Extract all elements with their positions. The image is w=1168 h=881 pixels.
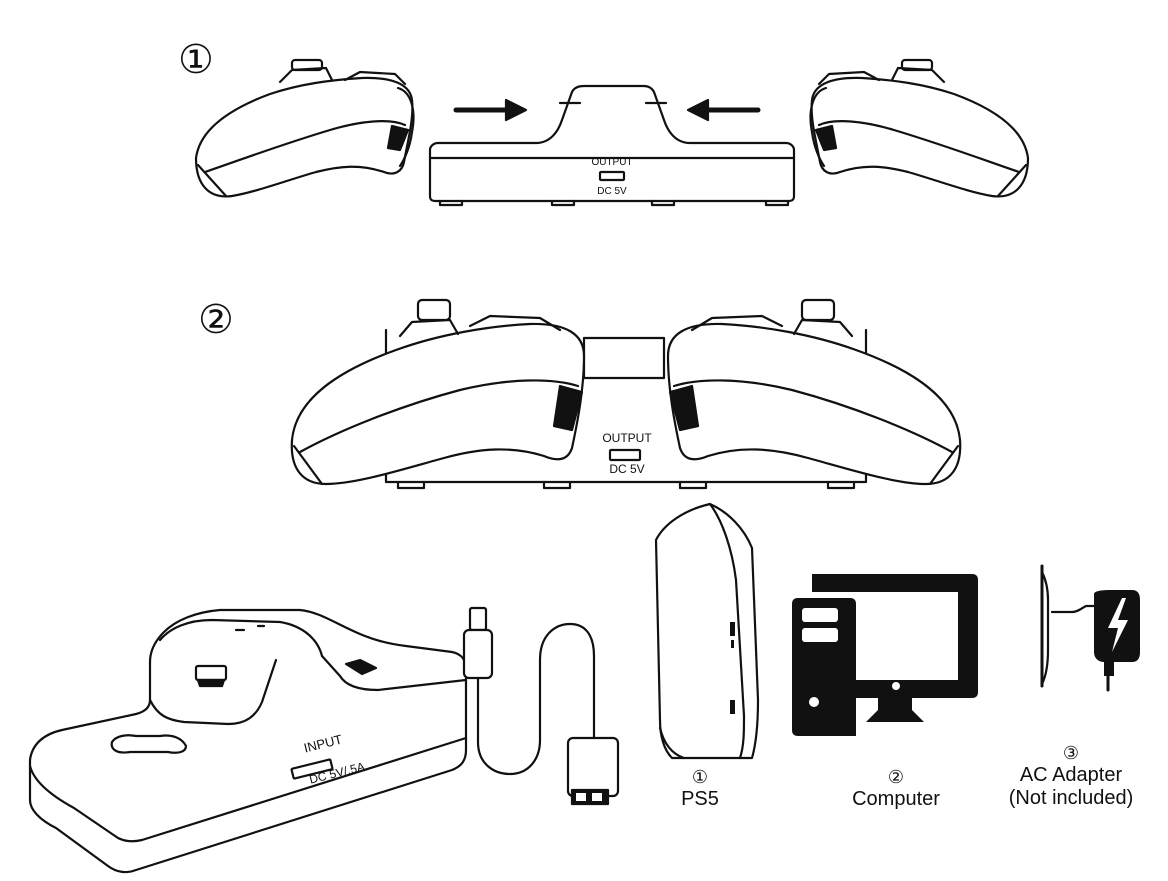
- ps5-caption: ① PS5: [660, 768, 740, 811]
- usb-cable-icon: [462, 606, 620, 806]
- ac-adapter-name: AC Adapter: [1019, 763, 1123, 786]
- computer-number: ②: [887, 767, 905, 788]
- computer-name: Computer: [852, 787, 940, 810]
- arrow-right-icon: [453, 98, 528, 122]
- arrow-left-icon: [686, 98, 761, 122]
- docked-output-rating: DC 5V: [609, 462, 645, 476]
- ac-adapter-number: ③: [1062, 743, 1080, 764]
- ac-adapter-note: (Not included): [1008, 786, 1134, 809]
- charging-dock-icon: [428, 84, 796, 207]
- ps5-number: ①: [691, 767, 709, 788]
- ps5-console-icon: [654, 502, 760, 760]
- computer-caption: ② Computer: [836, 768, 956, 811]
- ac-adapter-caption: ③ AC Adapter (Not included): [996, 744, 1146, 810]
- docked-controller-left-icon: [290, 298, 586, 486]
- step-2-marker: ②: [198, 297, 234, 343]
- dock-output-label: OUTPUT: [591, 157, 633, 168]
- ps5-name: PS5: [681, 787, 719, 810]
- step-1-marker: ①: [178, 37, 214, 83]
- docked-controller-right-icon: [666, 298, 962, 486]
- docked-output-label: OUTPUT: [602, 431, 652, 445]
- large-dock-icon: [28, 608, 468, 874]
- computer-icon: [792, 574, 978, 736]
- controller-left-icon: [194, 58, 415, 198]
- controller-right-icon: [809, 58, 1030, 198]
- ac-adapter-icon: [1040, 564, 1140, 692]
- dock-output-rating: DC 5V: [597, 186, 627, 197]
